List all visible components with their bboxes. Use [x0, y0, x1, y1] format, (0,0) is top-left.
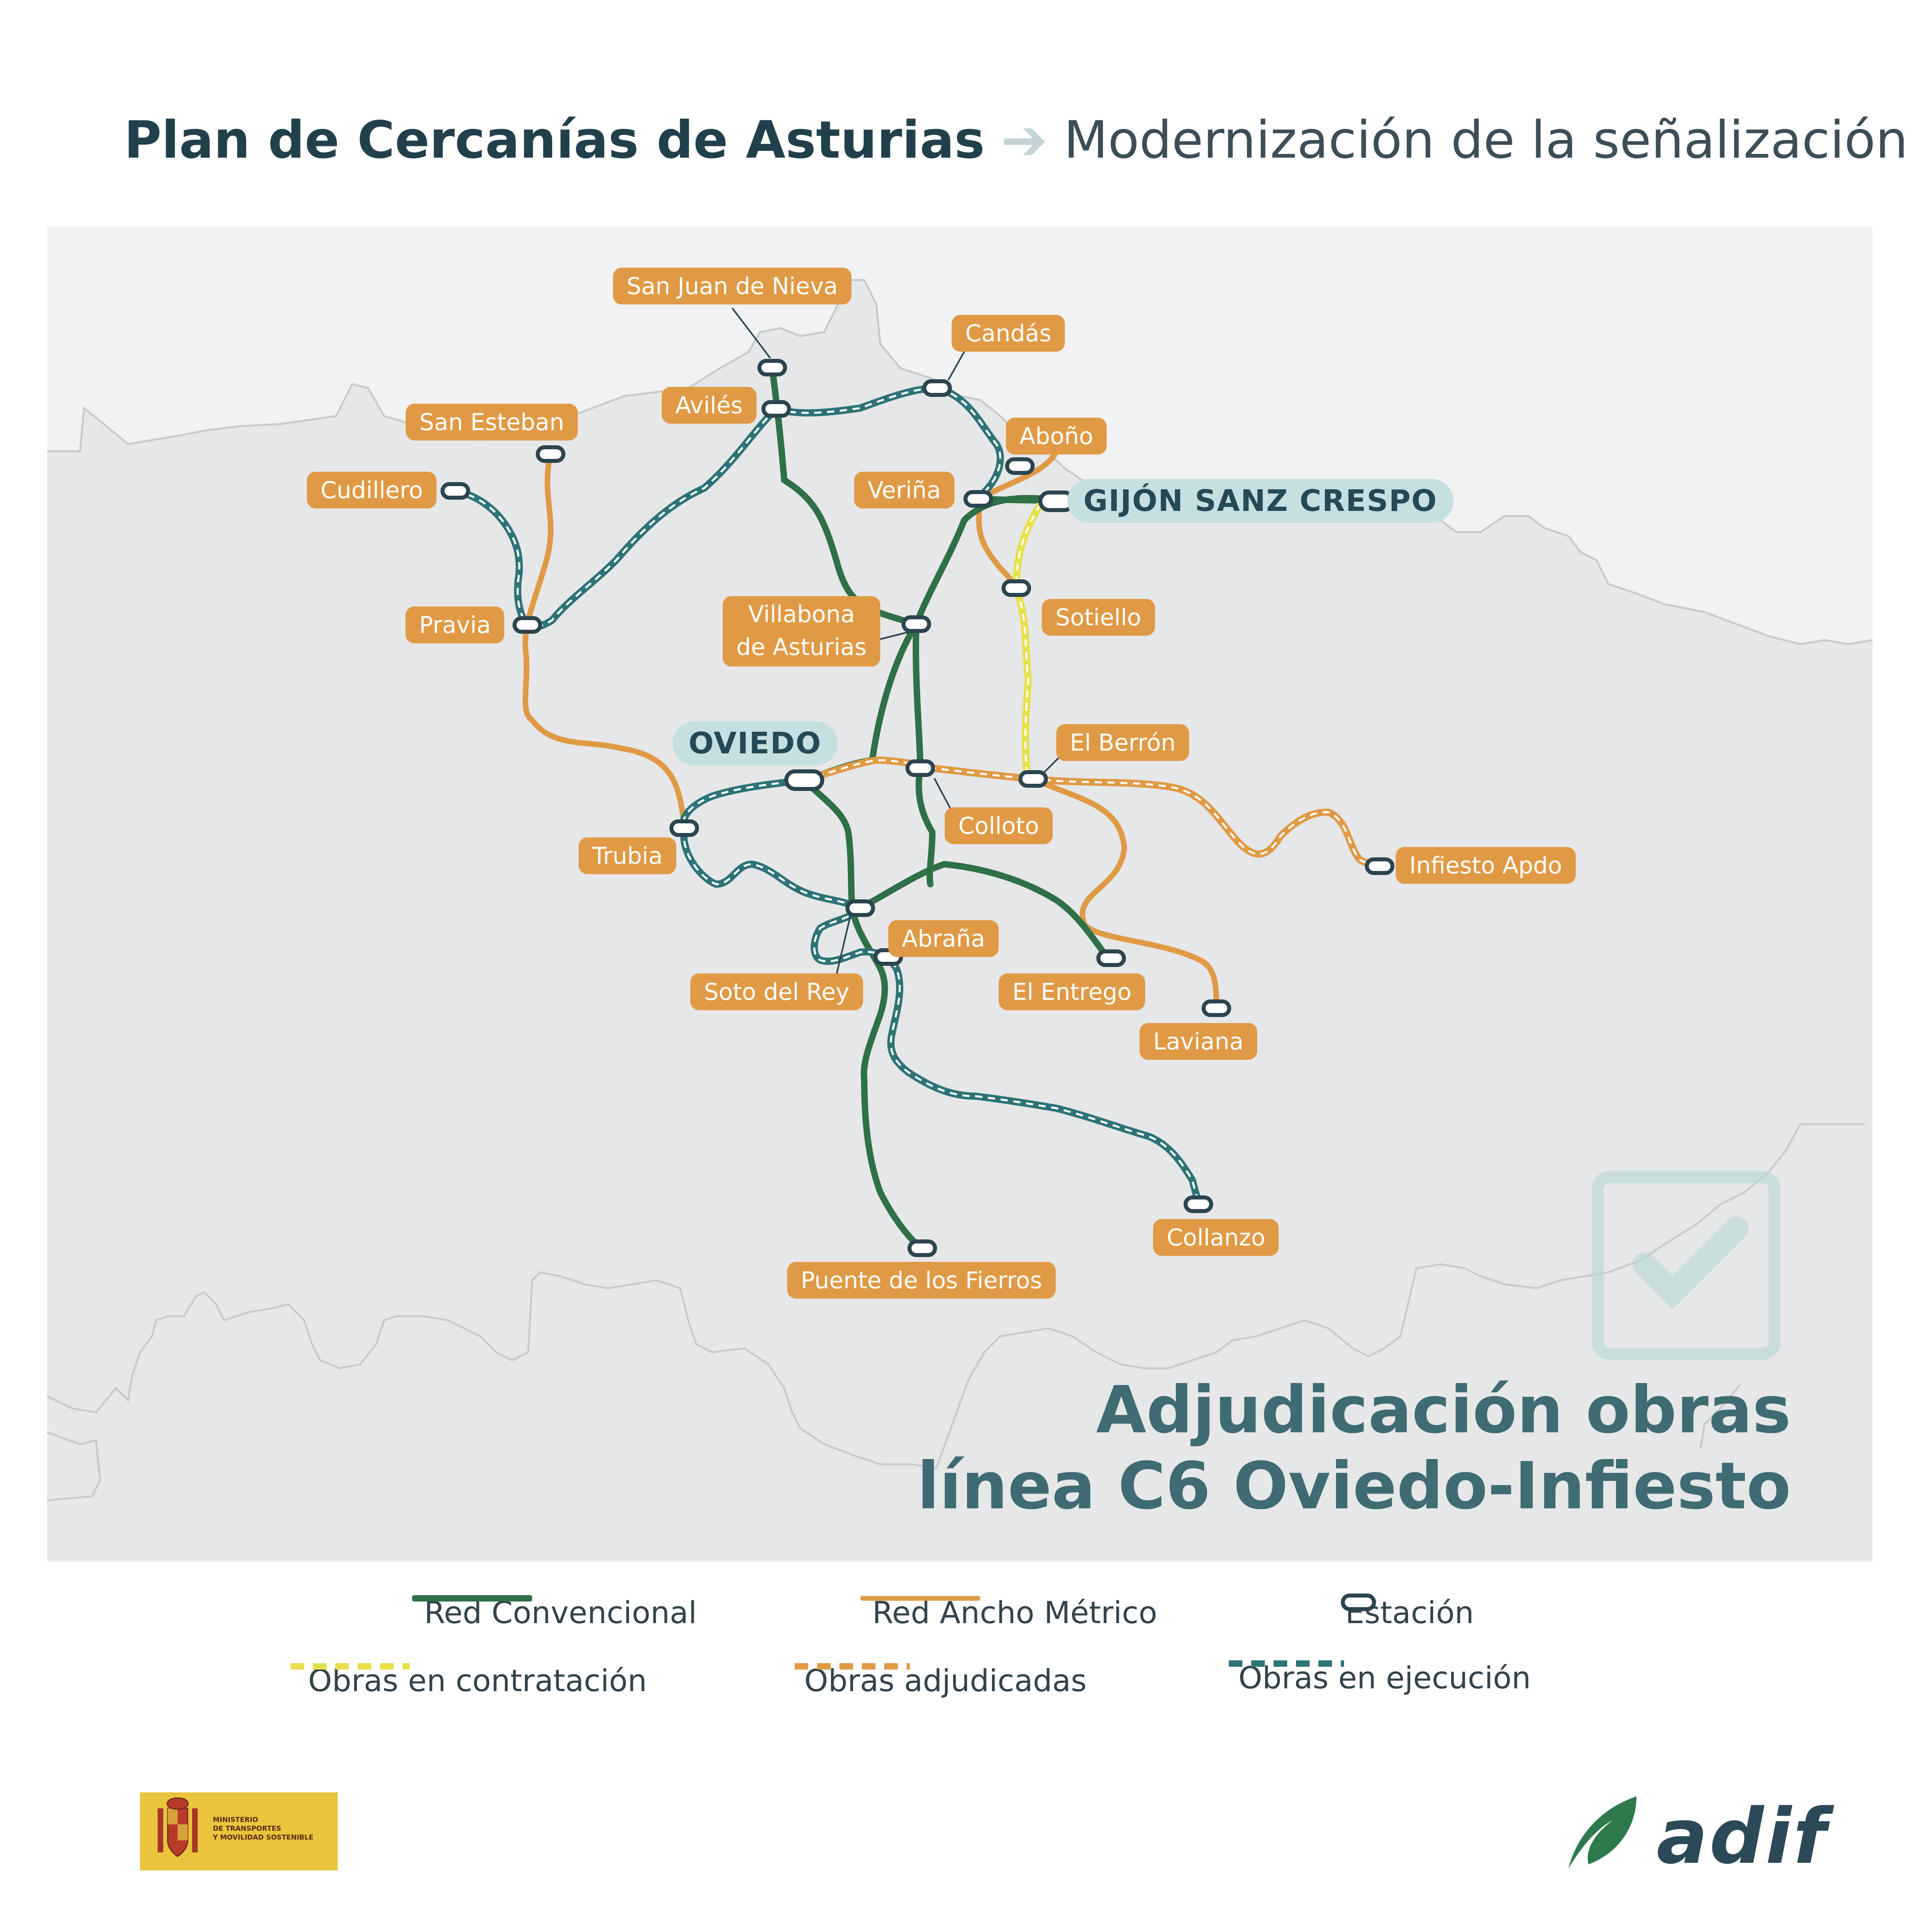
ministry-text: MINISTERIO DE TRANSPORTES Y MOVILIDAD SO… [213, 1816, 314, 1842]
station-oviedo [784, 769, 824, 791]
station-colloto [905, 759, 935, 777]
label-gijon: GIJÓN SANZ CRESPO [1067, 479, 1454, 523]
header: Plan de Cercanías de Asturias ➔ Moderniz… [124, 100, 1908, 180]
label-sotiello: Sotiello [1042, 599, 1155, 636]
exec-line-oviedo-trubia-dash [682, 779, 805, 829]
award-line2: línea C6 Oviedo-Infiesto [917, 1449, 1791, 1524]
legend-red-convencional: Red Convencional [412, 1592, 697, 1632]
exec-line-aviles-pravia-dash [527, 408, 777, 628]
station-laviana [1202, 999, 1231, 1017]
label-oviedo: OVIEDO [672, 721, 838, 765]
award-title: Adjudicación obras línea C6 Oviedo-Infie… [917, 1372, 1791, 1524]
label-colloto: Colloto [945, 807, 1053, 844]
station-icon [1341, 1594, 1376, 1611]
station-san-juan-de-nieva [757, 359, 787, 376]
label-san-juan-de-nieva: San Juan de Nieva [613, 268, 852, 304]
label-collanzo: Collanzo [1153, 1219, 1279, 1256]
label-abrana: Abraña [888, 920, 999, 957]
legend-obras-adjudicadas: Obras adjudicadas [792, 1660, 1087, 1700]
label-pravia: Pravia [405, 607, 505, 643]
province-border-east [1699, 1383, 1741, 1449]
award-line1: Adjudicación obras [1096, 1373, 1791, 1448]
station-villabona [901, 615, 931, 633]
station-soto-del-rey [845, 899, 875, 917]
station-el-berron [1018, 770, 1048, 788]
label-abono: Aboño [1006, 418, 1107, 454]
exec-line-cudillero-pravia-dash [455, 490, 528, 626]
conv-line-oviedo-puente [801, 777, 923, 1251]
station-candas [922, 379, 952, 397]
coat-of-arms-icon [158, 1797, 198, 1857]
station-pravia [513, 616, 542, 634]
label-villabona: Villabona de Asturias [722, 596, 881, 667]
legend-obras-ejecucion: Obras en ejecución [1226, 1658, 1531, 1698]
station-san-esteban [536, 445, 565, 463]
station-collanzo [1184, 1195, 1213, 1213]
label-villabona-line2: de Asturias [736, 633, 867, 661]
arrow-right-icon: ➔ [1001, 107, 1048, 173]
stations [441, 359, 1394, 1257]
metric-line-sanesteban-trubia [522, 451, 687, 831]
label-leaders [731, 307, 1061, 985]
station-puente-de-los-fierros [907, 1239, 937, 1257]
exec-line-aviles-gijon-dash [776, 387, 1002, 493]
ministry-logo: MINISTERIO DE TRANSPORTES Y MOVILIDAD SO… [140, 1792, 338, 1870]
station-trubia [669, 819, 699, 837]
label-trubia: Trubia [579, 837, 676, 874]
legend-estacion: Estación [1340, 1592, 1474, 1632]
label-laviana: Laviana [1139, 1023, 1258, 1060]
label-aviles: Avilés [661, 387, 757, 424]
province-border-south [46, 1123, 1865, 1470]
page-subtitle: Modernización de la señalización [1064, 110, 1908, 170]
station-aviles [761, 400, 791, 418]
checkbox-checked-icon [1592, 1171, 1781, 1360]
label-san-esteban: San Esteban [406, 404, 578, 440]
station-abono [1005, 457, 1035, 475]
label-el-berron: El Berrón [1056, 724, 1190, 761]
label-puente-de-los-fierros: Puente de los Fierros [787, 1262, 1056, 1299]
label-candas: Candás [951, 315, 1065, 352]
label-cudillero: Cudillero [306, 472, 437, 509]
legend-swatch-metric [860, 1596, 980, 1601]
legend-swatch-executing [1229, 1660, 1344, 1667]
legend-swatch-conventional [412, 1595, 532, 1602]
label-verina: Veriña [854, 472, 955, 509]
legend-red-ancho-metrico: Red Ancho Métrico [860, 1592, 1157, 1632]
station-infiesto [1365, 857, 1394, 875]
adif-leaf-icon [1568, 1796, 1637, 1868]
adif-wordmark: adif [1657, 1792, 1828, 1881]
station-el-entrego [1096, 949, 1126, 967]
legend-swatch-contracting [290, 1663, 410, 1670]
label-infiesto: Infiesto Apdo [1396, 847, 1576, 884]
label-soto-del-rey: Soto del Rey [690, 973, 863, 1010]
conv-line-soto-entrego [857, 861, 1112, 961]
label-el-entrego: El Entrego [999, 973, 1145, 1010]
adif-logo: adif [1560, 1788, 1833, 1881]
station-sotiello [1002, 579, 1031, 597]
works-contracting [1012, 502, 1044, 780]
station-cudillero [441, 482, 470, 500]
conv-line-villabona-colloto [912, 621, 936, 887]
province-border-west [47, 1431, 101, 1502]
legend-obras-contratacion: Obras en contratación [288, 1660, 647, 1700]
station-verina [964, 490, 993, 508]
metric-line-berron-laviana [1030, 776, 1219, 1011]
page-title: Plan de Cercanías de Asturias [124, 110, 985, 170]
legend-swatch-awarded [795, 1663, 910, 1670]
label-villabona-line1: Villabona [748, 601, 855, 628]
